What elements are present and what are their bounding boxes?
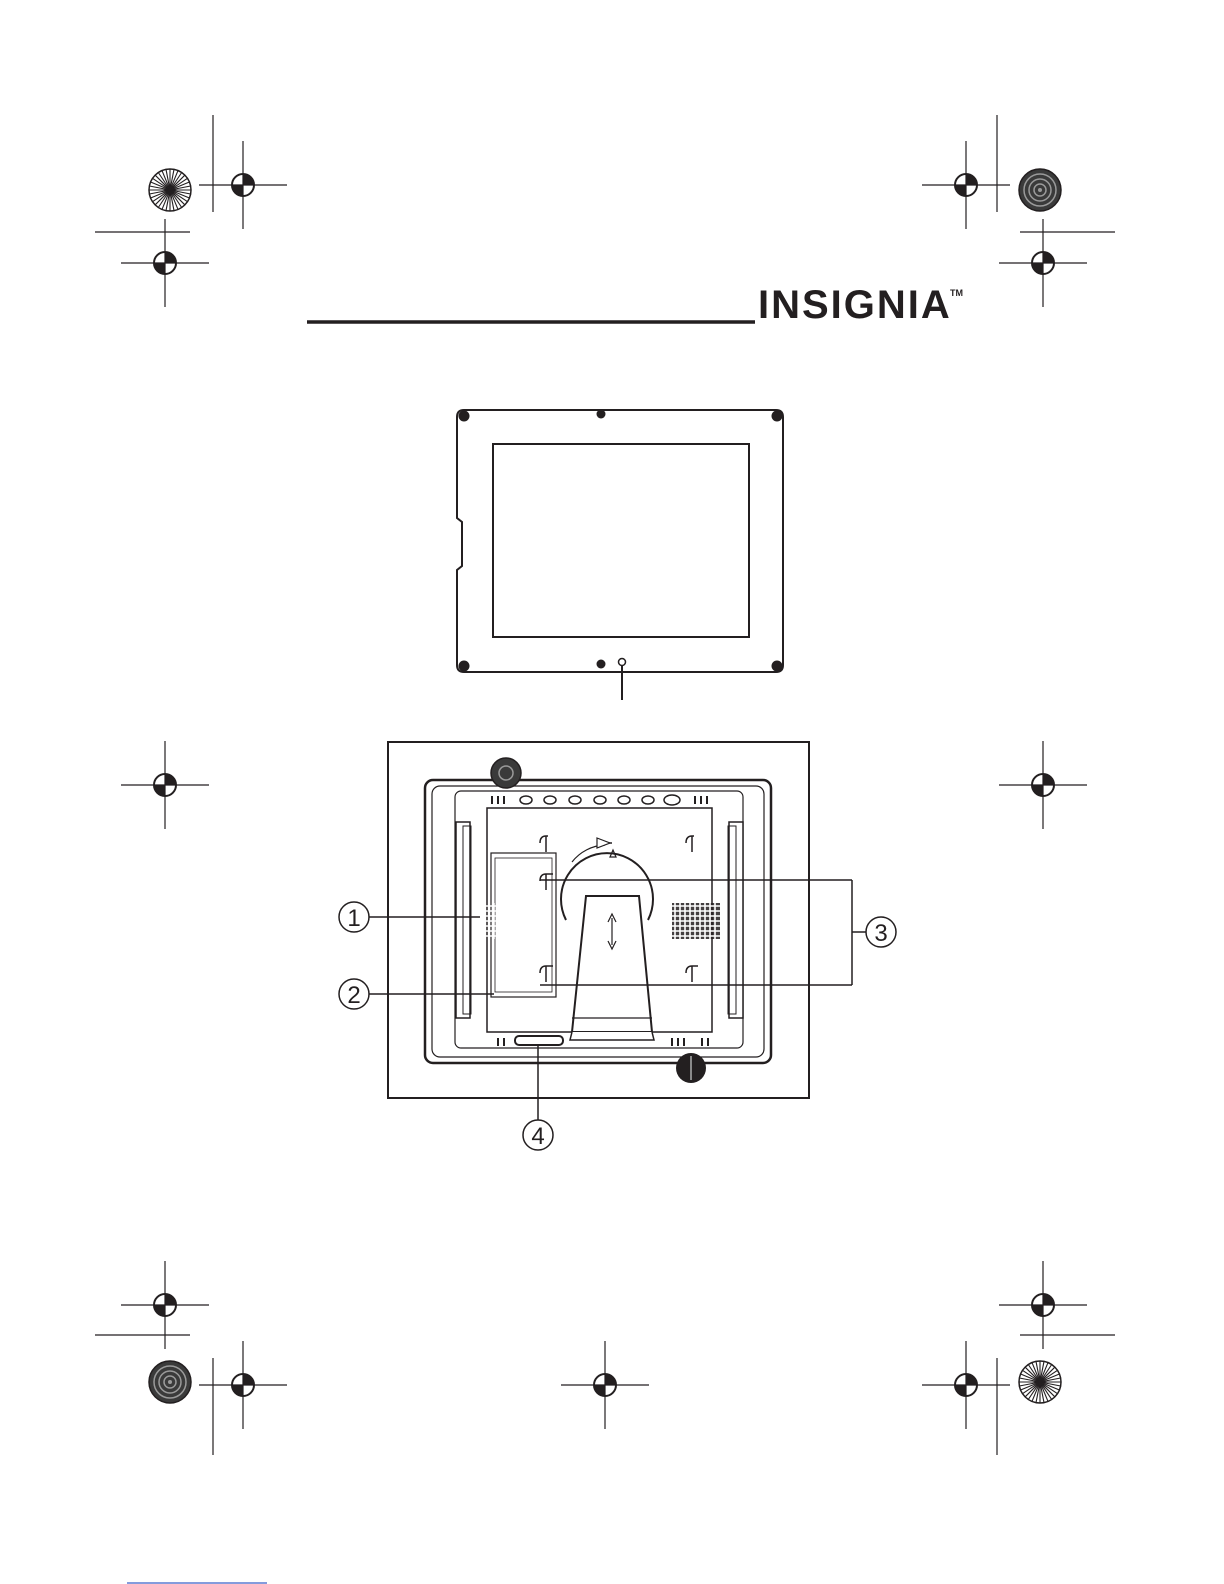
back-view	[388, 742, 809, 1098]
front-view	[457, 410, 783, 701]
callout-3-number: 3	[874, 920, 887, 947]
callout-2: 2	[339, 979, 369, 1009]
callout-4-number: 4	[531, 1123, 544, 1150]
callout-4: 4	[523, 1120, 553, 1150]
callout-1: 1	[339, 902, 369, 932]
callout-2-number: 2	[347, 982, 360, 1009]
callout-3: 3	[866, 917, 896, 947]
callout-1-number: 1	[347, 905, 360, 932]
